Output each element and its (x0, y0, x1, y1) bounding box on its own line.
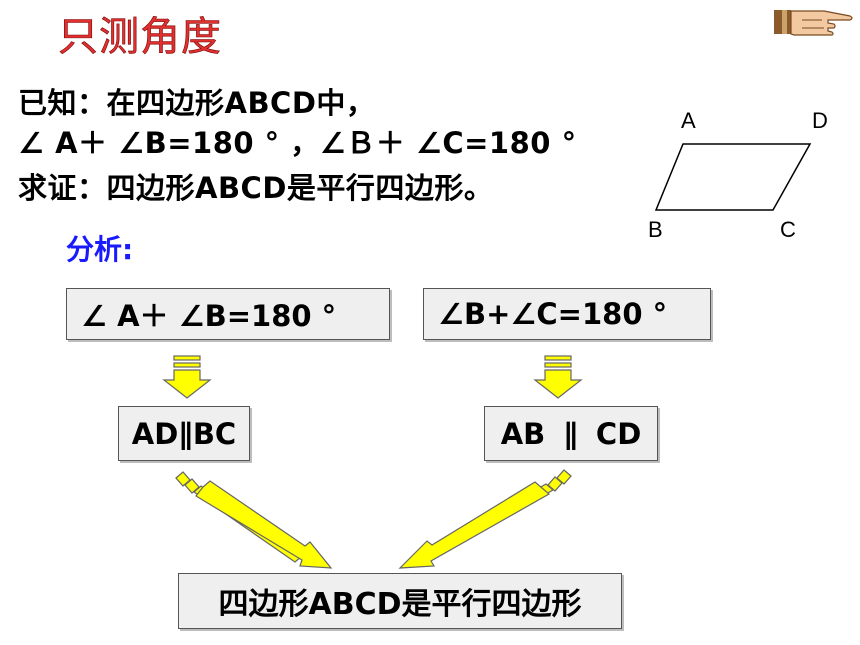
diagonal-arrow-left (175, 471, 333, 569)
slide-title: 只测角度 (58, 14, 222, 61)
premise-1-text: ∠ A＋ ∠B=180 ° (81, 299, 337, 333)
down-arrow-left (162, 355, 212, 399)
premise-box-1: ∠ A＋ ∠B=180 ° (66, 288, 390, 340)
given-statement: 已知：在四边形ABCD中， (18, 86, 376, 120)
vertex-b-label: B (648, 217, 663, 242)
pointing-hand-icon (774, 10, 853, 36)
conclusion-text: 四边形ABCD是平行四边形 (218, 587, 582, 622)
analysis-label: 分析: (66, 233, 134, 266)
prove-statement: 求证：四边形ABCD是平行四边形。 (18, 171, 494, 205)
result-2-text: AB ∥ CD (500, 416, 642, 451)
parallelogram-shape (654, 143, 812, 211)
result-1-text: AD∥BC (131, 416, 237, 451)
vertex-a-label: A (681, 110, 696, 133)
premise-box-2: ∠B+∠C=180 ° (423, 288, 711, 340)
given-condition: ∠ A＋ ∠B=180 ° ，∠Ｂ＋ ∠C=180 ° (18, 126, 577, 160)
result-box-ab-parallel-cd: AB ∥ CD (484, 406, 658, 461)
vertex-c-label: C (780, 217, 796, 242)
vertex-d-label: D (812, 110, 828, 133)
down-arrow-right (533, 355, 583, 399)
diagonal-arrow-right (398, 469, 572, 569)
result-box-ad-parallel-bc: AD∥BC (118, 406, 250, 461)
premise-2-text: ∠B+∠C=180 ° (438, 297, 668, 331)
parallelogram-diagram: A D B C (648, 110, 828, 242)
conclusion-box: 四边形ABCD是平行四边形 (178, 573, 622, 629)
